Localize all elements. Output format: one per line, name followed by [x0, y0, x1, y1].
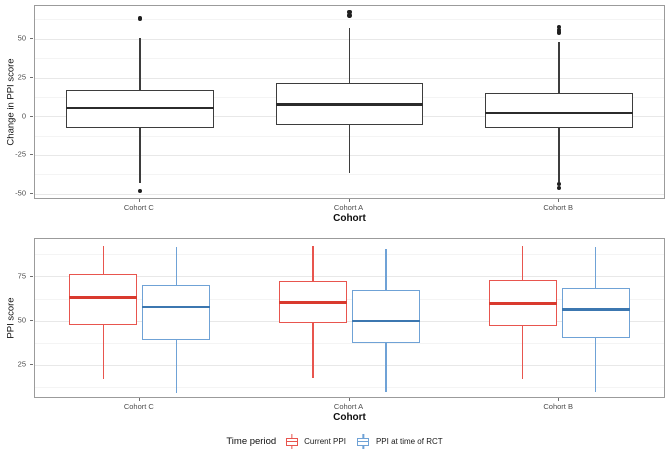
legend-item: PPI at time of RCT: [356, 434, 443, 449]
x-axis-title: Cohort: [333, 213, 366, 224]
box: [142, 284, 211, 340]
y-tick-mark: [30, 77, 33, 78]
y-tick-label: -25: [15, 149, 26, 159]
gridline-minor: [35, 254, 664, 256]
gridline-minor: [35, 386, 664, 388]
gridline-minor: [35, 19, 664, 21]
y-axis-ticks: 50 25 0 -25 -50: [0, 5, 34, 199]
y-tick-mark: [30, 38, 33, 40]
x-tick-label: Cohort B: [543, 402, 573, 411]
y-axis-ticks: 75 50 25: [0, 238, 34, 398]
median-line: [561, 308, 630, 311]
median-line: [142, 305, 211, 309]
outlier-dot: [137, 16, 143, 21]
y-tick-mark: [30, 193, 33, 195]
gridline-major: [35, 364, 664, 366]
key-whisker-top: [362, 434, 365, 438]
median-line: [485, 111, 634, 115]
gridline-minor: [35, 174, 664, 176]
legend: Time period Current PPI PPI at time of RC…: [0, 434, 669, 449]
y-tick-label: -50: [15, 188, 26, 198]
gridline-major: [35, 320, 664, 322]
outlier-dot: [556, 30, 562, 35]
plot-panel: [34, 238, 665, 398]
x-tick-label: Cohort A: [333, 203, 364, 212]
legend-title: Time period: [226, 436, 277, 447]
key-whisker-bottom: [291, 445, 293, 449]
x-tick-mark: [558, 199, 560, 202]
legend-item: Current PPI: [284, 434, 346, 449]
box: [352, 290, 420, 344]
gridline-major: [35, 193, 664, 195]
y-tick-mark: [30, 275, 33, 277]
y-tick-label: 50: [17, 33, 26, 43]
x-tick-mark: [138, 398, 140, 401]
box: [561, 288, 630, 338]
median-line: [488, 302, 557, 305]
x-tick-label: Cohort A: [333, 402, 364, 411]
x-tick-mark: [558, 398, 560, 401]
key-median: [357, 441, 370, 443]
box: [485, 92, 634, 128]
median-line: [275, 103, 424, 106]
y-tick-mark: [30, 115, 33, 117]
legend-item-label: PPI at time of RCT: [375, 437, 443, 446]
y-tick-label: 75: [17, 271, 26, 281]
legend-item-label: Current PPI: [304, 437, 346, 446]
x-tick-mark: [348, 398, 350, 401]
x-tick-label: Cohort C: [123, 203, 154, 212]
boxplot-key-icon: [284, 434, 299, 449]
boxplot-key-icon: [356, 434, 371, 449]
y-tick-mark: [30, 154, 33, 156]
x-tick-label: Cohort B: [543, 203, 573, 212]
outlier-dot: [347, 13, 352, 18]
box: [69, 274, 138, 325]
gridline-minor: [35, 298, 664, 300]
y-tick-mark: [30, 320, 33, 322]
x-tick-mark: [348, 199, 350, 202]
median-line: [65, 106, 214, 110]
plot-panel: [34, 5, 665, 199]
key-median: [285, 441, 298, 443]
y-tick-label: 25: [17, 359, 26, 369]
outlier-dot: [556, 24, 562, 30]
median-line: [279, 301, 347, 304]
outlier-dot: [556, 185, 562, 191]
gridline-minor: [35, 342, 664, 344]
x-tick-mark: [138, 199, 140, 202]
x-axis-ticks: Cohort C Cohort A Cohort B: [34, 199, 665, 221]
y-tick-label: 25: [17, 72, 26, 82]
y-tick-label: 50: [17, 315, 26, 325]
outlier-dot: [556, 181, 562, 187]
gridline-major: [35, 276, 664, 278]
y-tick-label: 0: [21, 111, 26, 121]
x-axis-title: Cohort: [333, 412, 366, 423]
median-line: [352, 319, 420, 323]
y-tick-mark: [30, 364, 33, 366]
x-axis-ticks: Cohort C Cohort A Cohort B: [34, 398, 665, 420]
legend-items: Current PPI PPI at time of RCT: [284, 434, 443, 449]
outlier-dot: [137, 188, 143, 194]
key-whisker-top: [291, 434, 293, 438]
key-whisker-bottom: [362, 445, 365, 449]
outlier-dot: [556, 27, 562, 33]
median-line: [69, 296, 138, 299]
outlier-dot: [347, 9, 352, 15]
x-tick-label: Cohort C: [123, 402, 154, 411]
